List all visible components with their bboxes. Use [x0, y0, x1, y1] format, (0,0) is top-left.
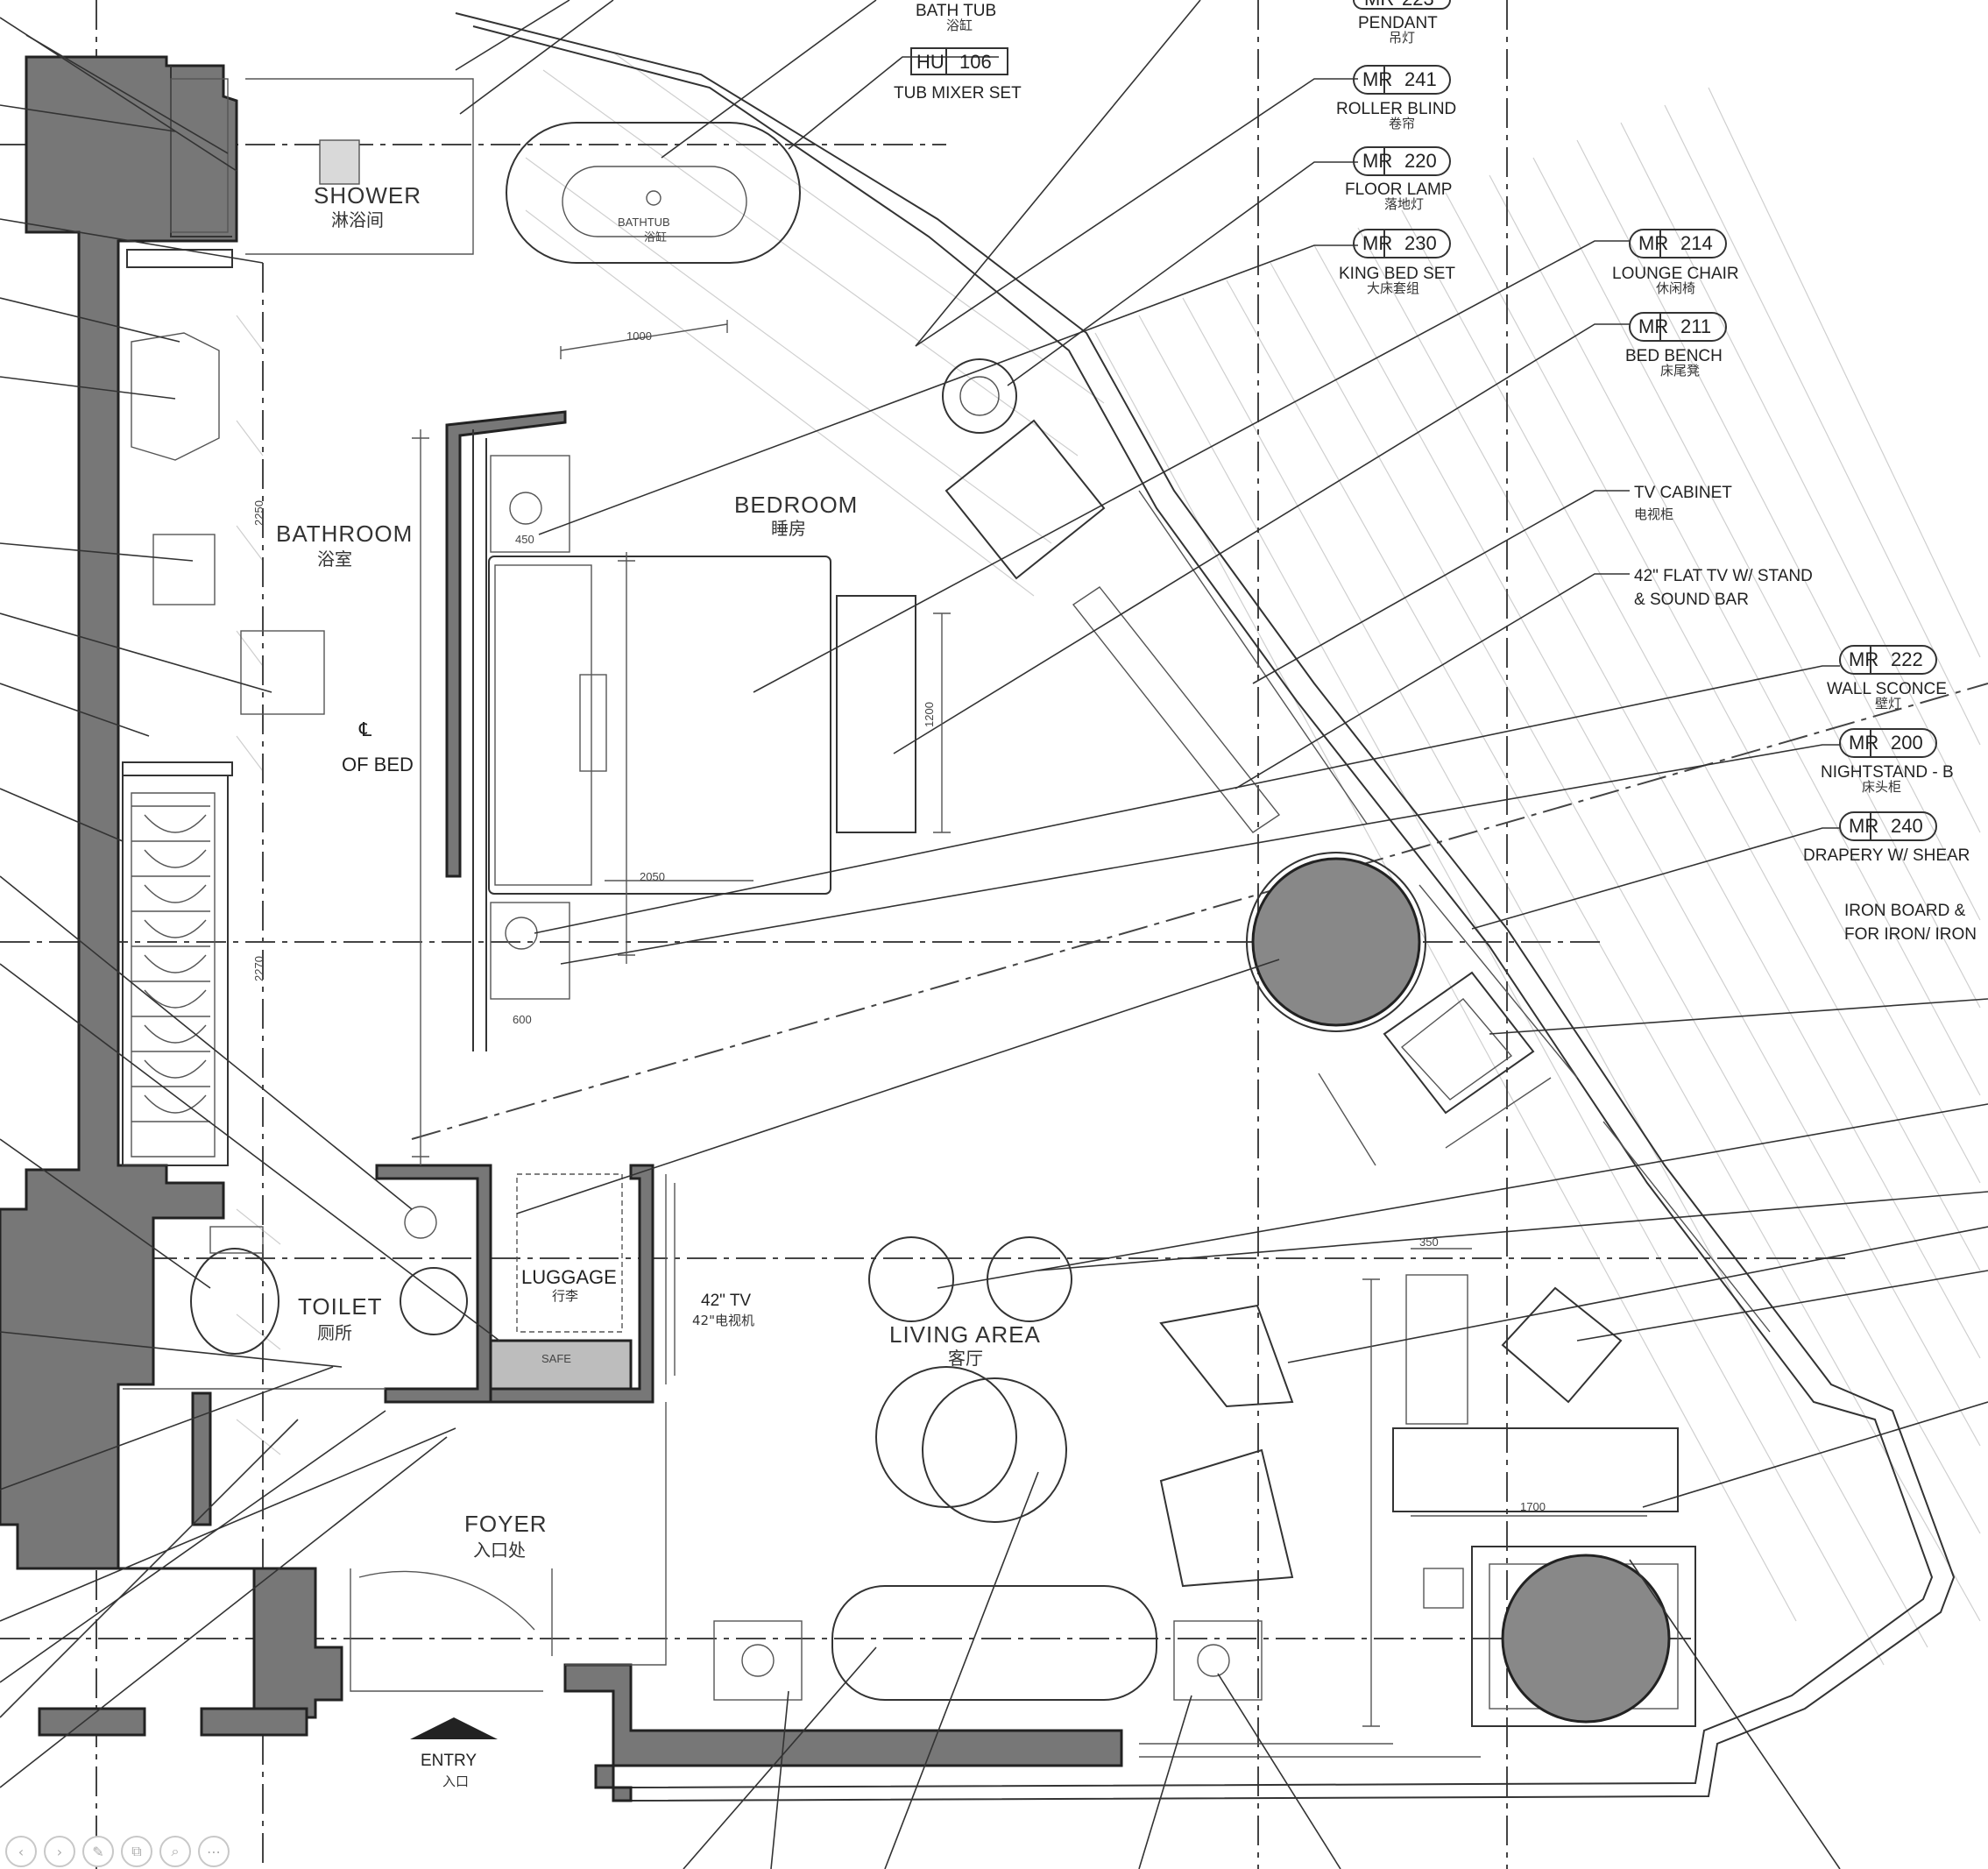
iron-label-2: FOR IRON/ IRON	[1844, 925, 1977, 944]
roller-tag-pre: MR	[1362, 68, 1392, 90]
dim-450: 450	[515, 533, 534, 546]
sconce-tag-pre: MR	[1849, 648, 1878, 670]
living-furniture	[713, 1236, 1696, 1758]
dim-1000: 1000	[626, 329, 652, 343]
flattv-label-2: & SOUND BAR	[1634, 591, 1749, 609]
flattv-label-1: 42" FLAT TV W/ STAND	[1634, 567, 1813, 585]
entry-label-cn: 入口	[442, 1773, 469, 1789]
drape-label: DRAPERY W/ SHEAR	[1803, 846, 1970, 865]
tv42-label: 42" TV	[701, 1292, 751, 1310]
roller-label: ROLLER BLIND	[1336, 100, 1456, 118]
night-tag-num: 200	[1891, 732, 1923, 754]
structural-walls	[0, 55, 1123, 1802]
safe-label: SAFE	[541, 1352, 571, 1365]
night-label-cn: 床头柜	[1862, 779, 1901, 795]
kingbed-label: KING BED SET	[1339, 265, 1455, 283]
sconce-label-cn: 壁灯	[1875, 696, 1901, 711]
tvcab-label: TV CABINET	[1634, 484, 1732, 502]
floor-hatching	[236, 52, 1981, 1666]
prev-button[interactable]: ‹	[5, 1836, 37, 1867]
shower-label: SHOWER	[314, 182, 421, 209]
tvcab-label-cn: 电视柜	[1634, 506, 1673, 522]
bedroom-label: BEDROOM	[734, 492, 858, 518]
zoom-icon[interactable]: ⌕	[159, 1836, 191, 1867]
kingbed-tag-pre: MR	[1362, 232, 1392, 254]
shower-label-cn: 淋浴间	[331, 209, 384, 230]
bench-label-cn: 床尾凳	[1660, 363, 1700, 379]
more-icon[interactable]: ⋯	[198, 1836, 230, 1867]
foyer-label: FOYER	[464, 1511, 548, 1537]
dim-2270: 2270	[252, 956, 265, 981]
bathtub-label: BATHTUB	[618, 216, 670, 229]
dim-2050: 2050	[640, 870, 665, 883]
tv42-label-cn: 42"电视机	[692, 1313, 754, 1328]
kingbed-label-cn: 大床套组	[1367, 280, 1419, 296]
dim-1700: 1700	[1520, 1500, 1546, 1513]
hu-tag-num: 106	[959, 51, 992, 73]
bathroom-fixtures	[131, 78, 801, 1355]
roller-label-cn: 卷帘	[1389, 116, 1415, 131]
floorlamp-tag-pre: MR	[1362, 150, 1392, 172]
bedroom-furniture	[488, 358, 1535, 1115]
drape-tag-pre: MR	[1849, 815, 1878, 837]
pendant-label-cn: 吊灯	[1389, 30, 1415, 46]
copy-icon[interactable]: ⧉	[121, 1836, 152, 1867]
bathtub-callout-cn: 浴缸	[946, 18, 973, 33]
callout-texts: MR 223 PENDANT 吊灯 BATH TUB 浴缸 HU 106 TUB…	[894, 0, 1977, 944]
dim-350: 350	[1419, 1235, 1439, 1249]
lounge-label-cn: 休闲椅	[1656, 280, 1695, 296]
pendant-label: PENDANT	[1358, 14, 1438, 32]
tag-bubbles	[910, 0, 1937, 841]
living-area-label: LIVING AREA	[889, 1321, 1041, 1348]
hu-tag-pre: HU	[916, 51, 944, 73]
foyer-label-cn: 入口处	[473, 1540, 526, 1561]
pendant-tag-pre: MR	[1364, 0, 1394, 10]
sconce-label: WALL SCONCE	[1827, 680, 1947, 698]
room-labels: SHOWER 淋浴间 BATHTUB 浴缸 BATHROOM 浴室 BEDROO…	[276, 182, 1041, 1789]
lounge-label: LOUNGE CHAIR	[1612, 265, 1739, 283]
bench-tag-num: 211	[1680, 315, 1711, 337]
entry-label: ENTRY	[421, 1752, 477, 1770]
dim-600: 600	[513, 1013, 532, 1026]
edit-icon[interactable]: ✎	[82, 1836, 114, 1867]
floorlamp-label-cn: 落地灯	[1384, 196, 1424, 212]
roller-tag-num: 241	[1404, 68, 1437, 90]
drape-tag-num: 240	[1891, 815, 1923, 837]
dim-2250: 2250	[252, 500, 265, 526]
bench-tag-pre: MR	[1638, 315, 1668, 337]
bathroom-label: BATHROOM	[276, 520, 413, 547]
lounge-tag-pre: MR	[1638, 232, 1668, 254]
bathtub-label-cn: 浴缸	[644, 230, 667, 244]
viewer-toolbar: ‹ › ✎ ⧉ ⌕ ⋯	[0, 1834, 235, 1869]
hu-label: TUB MIXER SET	[894, 84, 1022, 103]
sconce-tag-num: 222	[1891, 648, 1923, 670]
luggage-label-cn: 行李	[552, 1288, 578, 1304]
luggage-label: LUGGAGE	[521, 1266, 617, 1288]
dim-1200: 1200	[923, 702, 936, 727]
bathtub-callout: BATH TUB	[916, 2, 996, 20]
lounge-tag-num: 214	[1680, 232, 1713, 254]
dimension-lines	[412, 320, 1647, 1727]
bathroom-label-cn: 浴室	[317, 549, 352, 570]
entry-arrow-icon	[410, 1717, 498, 1739]
floorlamp-tag-num: 220	[1404, 150, 1437, 172]
pendant-tag-num: 223	[1402, 0, 1434, 10]
kingbed-tag-num: 230	[1404, 232, 1437, 254]
bench-label: BED BENCH	[1625, 347, 1723, 365]
toilet-label-cn: 厕所	[317, 1322, 352, 1343]
next-button[interactable]: ›	[44, 1836, 75, 1867]
bedroom-label-cn: 睡房	[771, 518, 806, 539]
cl-bed-mark: ℄	[358, 719, 372, 740]
floorlamp-label: FLOOR LAMP	[1345, 181, 1452, 199]
cl-bed-label: OF BED	[342, 754, 414, 775]
dimension-texts: 1000 2050 450 600 350 1700 1200 2270 225…	[252, 329, 1546, 1513]
night-tag-pre: MR	[1849, 732, 1878, 754]
iron-label-1: IRON BOARD &	[1844, 902, 1966, 920]
night-label: NIGHTSTAND - B	[1821, 763, 1954, 782]
living-area-label-cn: 客厅	[948, 1348, 983, 1369]
toilet-label: TOILET	[298, 1293, 383, 1320]
facade-window-line	[455, 12, 1956, 1802]
